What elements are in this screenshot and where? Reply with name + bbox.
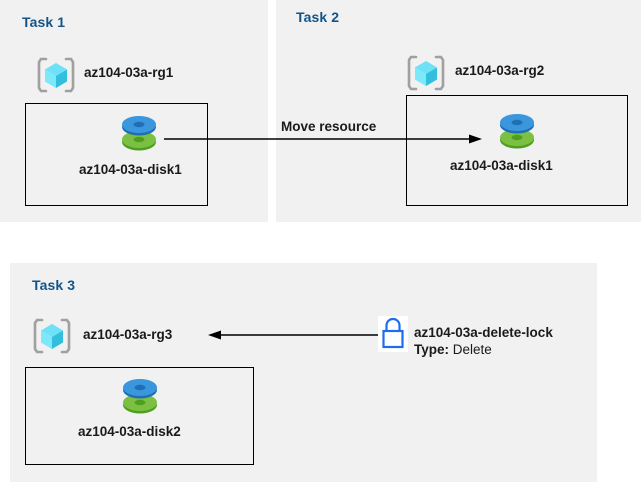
task-2-resource-box bbox=[406, 95, 628, 206]
task-panel-3 bbox=[10, 263, 597, 482]
resource-group-icon bbox=[36, 55, 76, 95]
task-2-title: Task 2 bbox=[296, 9, 340, 25]
resource-group-label: az104-03a-rg2 bbox=[455, 63, 545, 78]
managed-disk-icon bbox=[496, 110, 538, 154]
task-panel-2 bbox=[276, 0, 641, 222]
resource-group-label: az104-03a-rg1 bbox=[84, 65, 174, 80]
lock-icon bbox=[378, 316, 408, 352]
delete-lock-type-value: Delete bbox=[452, 342, 492, 357]
move-resource-label: Move resource bbox=[281, 119, 377, 134]
task-1-resource-box bbox=[25, 103, 208, 206]
task-3-title: Task 3 bbox=[32, 277, 76, 293]
delete-lock-type-line: Type: Delete bbox=[414, 341, 553, 358]
task-1-title: Task 1 bbox=[22, 14, 66, 30]
task-3-resource-box bbox=[25, 367, 254, 465]
disk-label: az104-03a-disk1 bbox=[79, 162, 182, 177]
disk-label: az104-03a-disk1 bbox=[450, 158, 553, 173]
disk-label: az104-03a-disk2 bbox=[78, 424, 181, 439]
resource-group-label: az104-03a-rg3 bbox=[83, 327, 173, 342]
delete-lock-type-key: Type: bbox=[414, 342, 453, 357]
delete-lock-name: az104-03a-delete-lock bbox=[414, 325, 553, 340]
delete-lock-arrow bbox=[208, 325, 384, 345]
delete-lock-info: az104-03a-delete-lock Type: Delete bbox=[414, 324, 553, 358]
managed-disk-icon bbox=[119, 375, 161, 419]
resource-group-icon bbox=[406, 53, 446, 93]
managed-disk-icon bbox=[118, 112, 160, 156]
move-resource-arrow bbox=[164, 126, 484, 152]
task-panel-1 bbox=[0, 0, 268, 222]
resource-group-icon bbox=[32, 316, 72, 356]
